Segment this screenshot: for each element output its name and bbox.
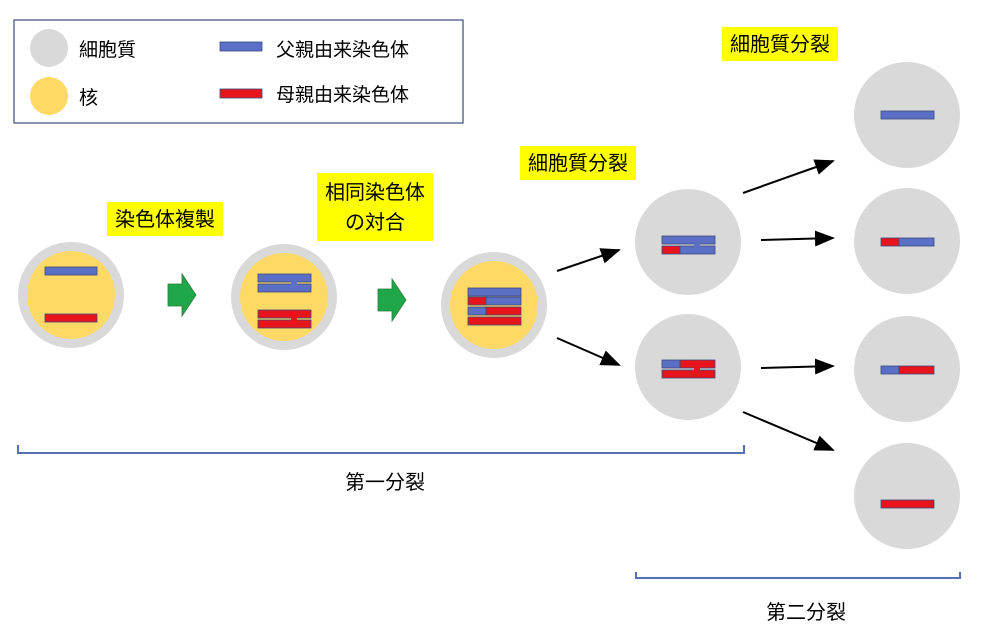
division-arrow-icon <box>742 159 835 194</box>
legend-paternal-swatch <box>219 41 263 52</box>
division-arrow-icon <box>556 337 621 366</box>
green-arrow-icon <box>377 277 407 323</box>
legend-box <box>13 19 464 124</box>
legend-paternal-label: 父親由来染色体 <box>276 39 410 61</box>
step-pairing-line2: の対合 <box>345 210 405 234</box>
green-arrow-icon <box>167 272 197 318</box>
legend-nucleus-label: 核 <box>79 87 99 109</box>
legend-maternal-swatch <box>219 88 263 99</box>
cell-initial <box>18 242 124 348</box>
legend-maternal-label: 母親由来染色体 <box>276 84 410 106</box>
cell-division1-bottom <box>635 314 741 420</box>
division-arrow-icon <box>742 411 835 451</box>
division-arrow-icon <box>556 248 621 272</box>
step-cytokinesis2-label: 細胞質分裂 <box>722 27 838 61</box>
legend-cytoplasm-label: 細胞質 <box>79 39 137 61</box>
second-division-bracket <box>635 572 961 579</box>
division-arrow-icon <box>760 358 835 375</box>
cell-final-2 <box>854 188 960 294</box>
second-division-label: 第二分裂 <box>766 600 846 624</box>
first-division-bracket <box>17 445 745 454</box>
legend-nucleus-swatch <box>30 77 68 115</box>
cell-replicated <box>231 244 337 350</box>
first-division-label: 第一分裂 <box>345 470 425 494</box>
cell-division1-top <box>635 189 741 295</box>
step-pairing-line1: 相同染色体 <box>325 180 425 204</box>
step-replication-label: 染色体複製 <box>107 202 223 236</box>
legend-cytoplasm-swatch <box>30 29 68 67</box>
cell-paired <box>441 252 547 358</box>
cell-final-3 <box>854 316 960 422</box>
step-pairing-label: 相同染色体 の対合 <box>317 173 433 241</box>
cell-final-1 <box>854 62 960 168</box>
division-arrow-icon <box>760 230 835 247</box>
step-cytokinesis1-label: 細胞質分裂 <box>520 146 636 180</box>
cell-final-4 <box>854 443 960 549</box>
